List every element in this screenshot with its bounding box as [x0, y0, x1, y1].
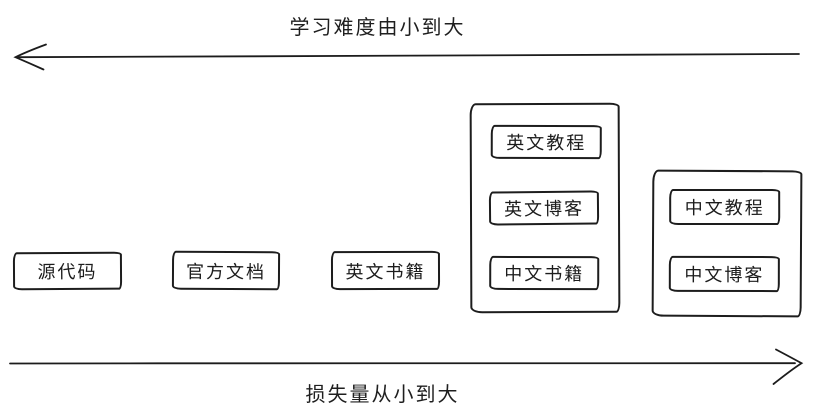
- top-axis-label: 学习难度由小到大: [289, 17, 466, 39]
- box-english-books: 英文书籍: [330, 250, 441, 291]
- box-source-code-label: 源代码: [37, 261, 98, 283]
- box-english-blogs-label: 英文博客: [503, 198, 585, 220]
- box-official-docs-label: 官方文档: [185, 261, 267, 282]
- box-source-code: 源代码: [12, 251, 123, 291]
- box-english-tutorials: 英文教程: [490, 124, 602, 160]
- box-chinese-books: 中文书籍: [489, 255, 600, 291]
- box-official-docs: 官方文档: [171, 250, 281, 291]
- box-chinese-tutorials-label: 中文教程: [684, 197, 765, 219]
- box-english-blogs: 英文博客: [488, 190, 600, 226]
- box-english-tutorials-label: 英文教程: [506, 132, 587, 154]
- box-chinese-blogs-label: 中文博客: [684, 264, 765, 286]
- box-english-books-label: 英文书籍: [345, 261, 426, 282]
- bottom-axis-label: 损失量从小到大: [305, 384, 460, 406]
- box-chinese-tutorials: 中文教程: [669, 188, 781, 226]
- box-chinese-books-label: 中文书籍: [504, 263, 585, 285]
- group-chinese-resources: 中文教程 中文博客: [651, 169, 803, 318]
- right-arrow-icon: [9, 348, 804, 385]
- group-english-resources: 英文教程 英文博客 中文书籍: [469, 102, 621, 314]
- box-chinese-blogs: 中文博客: [668, 255, 780, 293]
- left-arrow-icon: [13, 43, 800, 71]
